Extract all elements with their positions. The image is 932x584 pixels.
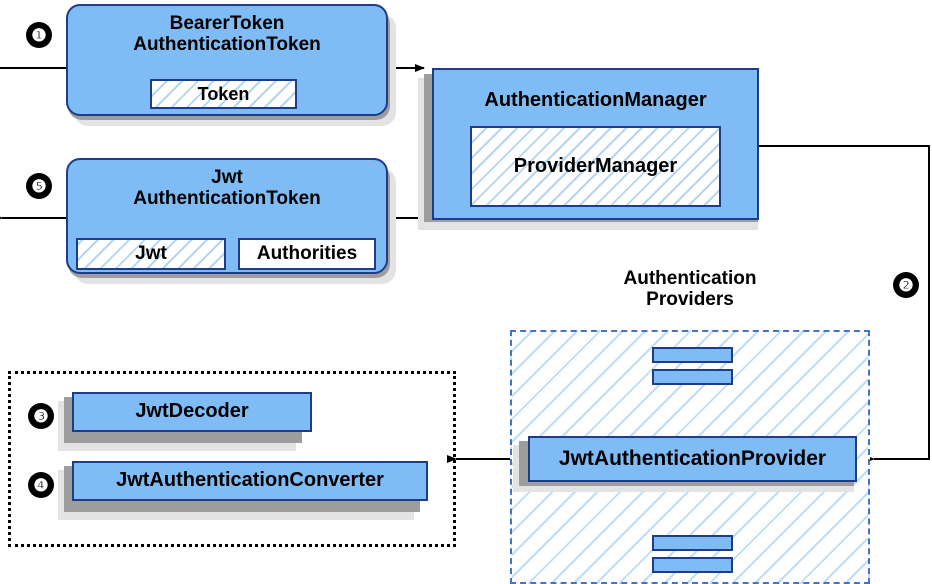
node-jwt-authentication-provider[interactable]: JwtAuthenticationProvider	[528, 436, 857, 482]
connector-manager-to-provider	[759, 145, 930, 463]
badge-step-2: ❷	[893, 272, 919, 298]
badge-step-5-label: ❺	[31, 176, 47, 196]
bearer-token-title: BearerToken AuthenticationToken	[68, 13, 386, 55]
badge-step-4-label: ❹	[33, 475, 49, 495]
slot-token-label: Token	[197, 83, 250, 104]
provider-mini-bar-top-2	[652, 369, 733, 385]
authentication-manager-title: AuthenticationManager	[484, 89, 707, 111]
slot-provider-manager-label: ProviderManager	[513, 155, 678, 177]
slot-jwt-label: Jwt	[135, 243, 167, 264]
provider-mini-bar-top-1	[652, 347, 733, 363]
node-jwt-decoder[interactable]: JwtDecoder	[72, 392, 312, 432]
jwt-token-title-line2: AuthenticationToken	[133, 187, 321, 209]
jwt-token-title-line1: Jwt	[211, 167, 243, 188]
jwt-authentication-provider-label: JwtAuthenticationProvider	[558, 446, 827, 470]
badge-step-5: ❺	[26, 173, 52, 199]
badge-step-3: ❸	[28, 403, 54, 429]
bearer-token-title-line2: AuthenticationToken	[133, 33, 321, 55]
provider-mini-bar-bottom-2	[652, 557, 733, 573]
slot-authorities-label: Authorities	[256, 243, 358, 264]
slot-provider-manager[interactable]: ProviderManager	[470, 126, 721, 207]
badge-step-2-label: ❷	[898, 275, 914, 295]
slot-token[interactable]: Token	[150, 79, 297, 109]
provider-mini-bar-bottom-1	[652, 535, 733, 551]
jwt-authentication-converter-label: JwtAuthenticationConverter	[116, 469, 384, 492]
node-jwt-authentication-converter[interactable]: JwtAuthenticationConverter	[72, 461, 428, 501]
authentication-providers-label-line1: Authentication	[623, 268, 757, 289]
slot-jwt[interactable]: Jwt	[76, 238, 226, 270]
badge-step-1: ❶	[26, 22, 52, 48]
jwt-token-title: Jwt AuthenticationToken	[68, 167, 386, 209]
badge-step-1-label: ❶	[31, 25, 47, 45]
badge-step-4: ❹	[28, 472, 54, 498]
authentication-providers-label-line2: Providers	[646, 289, 734, 311]
authentication-providers-group-label: Authentication Providers	[560, 268, 820, 311]
slot-authorities[interactable]: Authorities	[238, 238, 376, 270]
jwt-decoder-label: JwtDecoder	[135, 400, 249, 423]
badge-step-3-label: ❸	[33, 406, 49, 426]
bearer-token-title-line1: BearerToken	[169, 13, 285, 34]
